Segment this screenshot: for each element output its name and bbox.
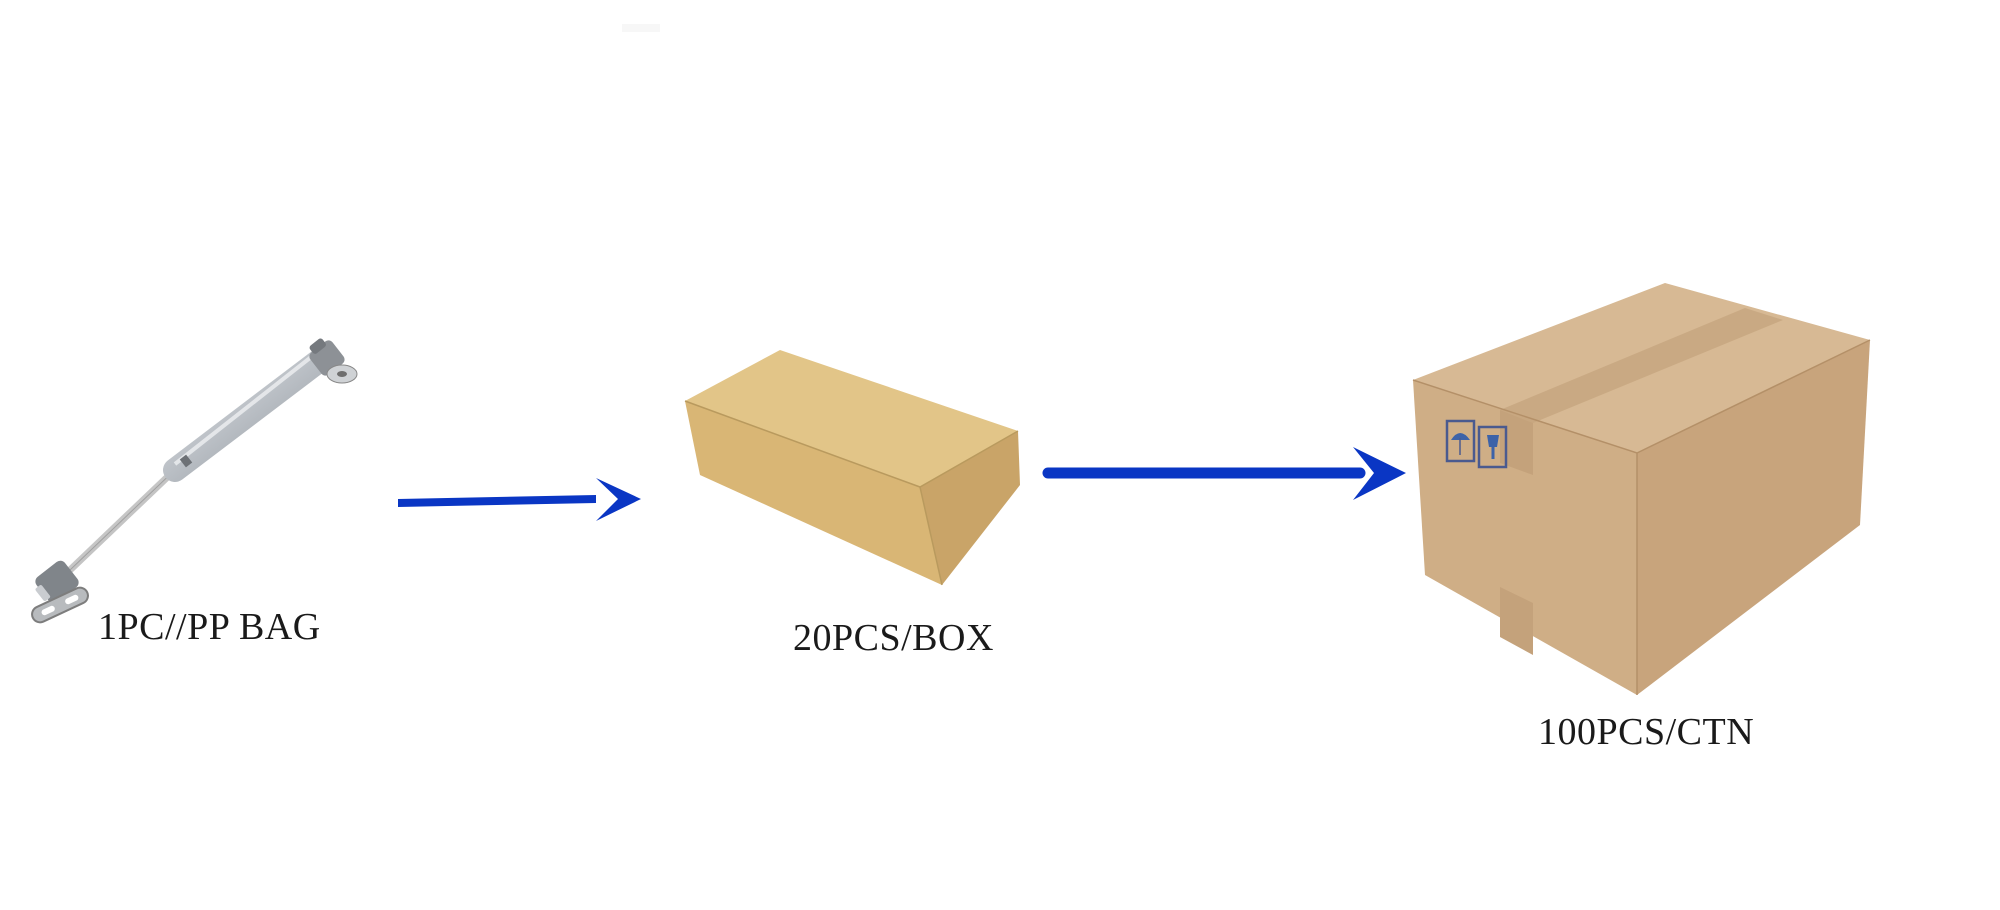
arrow-right-icon (1042, 447, 1406, 500)
arrow-right-icon (398, 478, 641, 521)
umbrella-icon (1445, 419, 1476, 463)
faint-mark (622, 24, 660, 32)
step-label-box: 20PCS/BOX (793, 617, 994, 659)
step-label-carton: 100PCS/CTN (1538, 711, 1755, 753)
small-kraft-box-image (684, 350, 1020, 586)
fragile-glass-icon (1477, 425, 1508, 469)
shipping-carton-image (1412, 283, 1871, 695)
gas-spring-strut-image (31, 338, 358, 624)
step-label-unit: 1PC//PP BAG (98, 606, 321, 648)
